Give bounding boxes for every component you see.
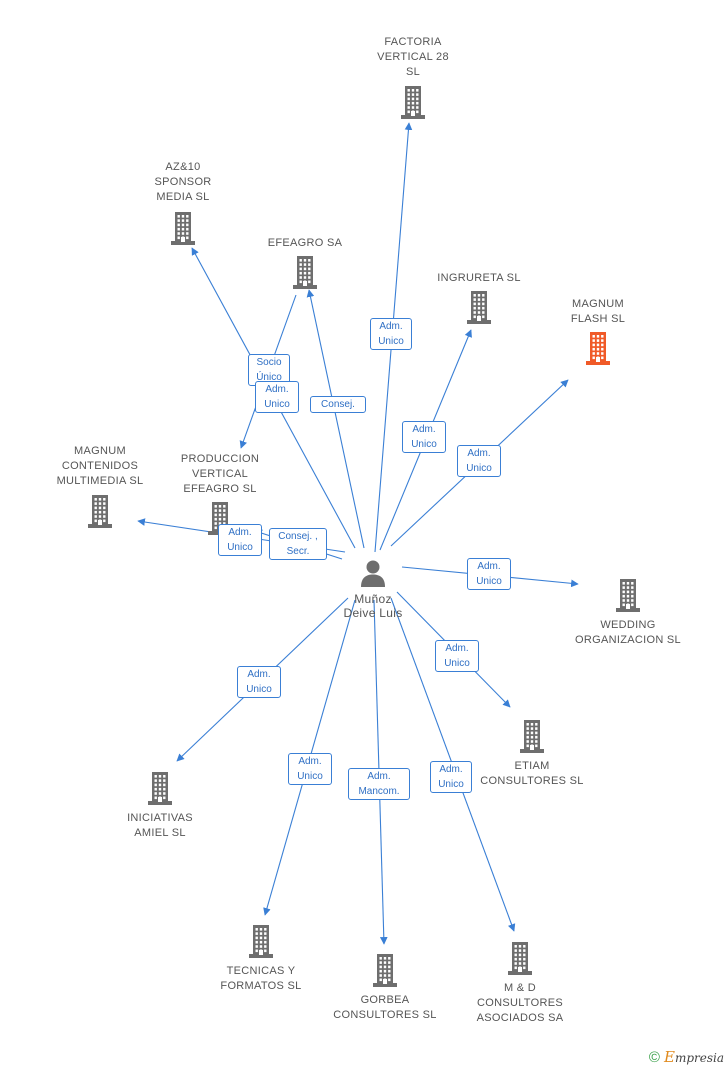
- relation-label[interactable]: Consej.: [310, 396, 366, 413]
- company-name[interactable]: MAGNUM FLASH SL: [570, 298, 626, 325]
- company-node-ingrureta[interactable]: [464, 290, 494, 324]
- building-icon: [373, 954, 397, 987]
- building-icon: [520, 720, 544, 753]
- company-name[interactable]: INGRURETA SL: [437, 272, 521, 284]
- building-icon: [467, 291, 491, 324]
- relation-label[interactable]: Socio Único: [248, 354, 290, 386]
- company-name[interactable]: EFEAGRO SA: [267, 237, 343, 249]
- company-node-factoria[interactable]: [398, 85, 428, 119]
- company-node-iniciativas[interactable]: [145, 771, 175, 805]
- company-node-magnumcont[interactable]: [85, 494, 115, 528]
- building-icon: [586, 332, 610, 365]
- relation-label[interactable]: Adm. Unico: [435, 640, 479, 672]
- copyright-icon: ©: [648, 1048, 660, 1066]
- company-node-etiam[interactable]: [517, 719, 547, 753]
- company-node-md[interactable]: [505, 941, 535, 975]
- company-name[interactable]: FACTORIA VERTICAL 28 SL: [377, 36, 449, 78]
- company-name[interactable]: AZ&10 SPONSOR MEDIA SL: [154, 161, 212, 203]
- company-name[interactable]: TECNICAS Y FORMATOS SL: [220, 965, 302, 992]
- company-node-magnumflash[interactable]: [583, 331, 613, 365]
- empresia-logo[interactable]: Empresia: [663, 1048, 724, 1066]
- company-node-az10[interactable]: [168, 211, 198, 245]
- building-icon: [401, 86, 425, 119]
- person-icon: [361, 560, 385, 587]
- building-icon: [171, 212, 195, 245]
- relation-edge: [306, 289, 365, 549]
- relation-label[interactable]: Adm. Unico: [218, 524, 262, 556]
- building-icon: [148, 772, 172, 805]
- company-node-tecnicas[interactable]: [246, 924, 276, 958]
- person-node[interactable]: Muñoz Deive Luis: [323, 558, 423, 620]
- relation-label[interactable]: Adm. Unico: [467, 558, 511, 590]
- relation-label[interactable]: Adm. Unico: [288, 753, 332, 785]
- person-name: Muñoz Deive Luis: [343, 592, 403, 620]
- building-icon: [616, 579, 640, 612]
- company-name[interactable]: MAGNUM CONTENIDOS MULTIMEDIA SL: [56, 445, 144, 487]
- building-icon: [249, 925, 273, 958]
- company-node-gorbea[interactable]: [370, 953, 400, 987]
- company-name[interactable]: ETIAM CONSULTORES SL: [480, 760, 584, 787]
- building-icon: [88, 495, 112, 528]
- footer-brand: © Empresia: [649, 1048, 724, 1066]
- relation-label[interactable]: Adm. Unico: [402, 421, 446, 453]
- building-icon: [508, 942, 532, 975]
- relation-label[interactable]: Adm. Unico: [370, 318, 412, 350]
- company-node-wedding[interactable]: [613, 578, 643, 612]
- relation-label[interactable]: Adm. Mancom.: [348, 768, 410, 800]
- relation-label[interactable]: Adm. Unico: [430, 761, 472, 793]
- building-icon: [293, 256, 317, 289]
- company-name[interactable]: GORBEA CONSULTORES SL: [333, 994, 437, 1021]
- relation-label[interactable]: Adm. Unico: [457, 445, 501, 477]
- company-name[interactable]: M & D CONSULTORES ASOCIADOS SA: [476, 982, 564, 1024]
- company-name[interactable]: PRODUCCION VERTICAL EFEAGRO SL: [180, 453, 260, 495]
- company-name[interactable]: WEDDING ORGANIZACION SL: [575, 619, 681, 646]
- relation-label[interactable]: Adm. Unico: [237, 666, 281, 698]
- relation-label[interactable]: Adm. Unico: [255, 381, 299, 413]
- company-name[interactable]: INICIATIVAS AMIEL SL: [127, 812, 193, 839]
- relation-label[interactable]: Consej. , Secr.: [269, 528, 327, 560]
- company-node-efeagro[interactable]: [290, 255, 320, 289]
